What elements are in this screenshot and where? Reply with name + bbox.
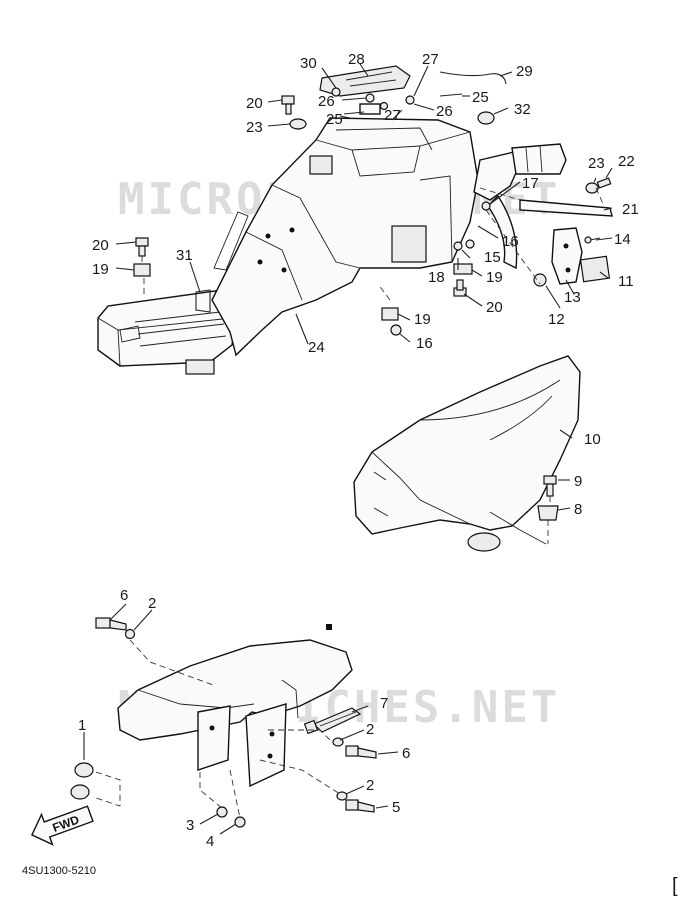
callout-17: 17 [522,175,539,192]
callout-19-mid: 19 [486,269,503,286]
callout-27-top: 27 [422,51,439,68]
callout-27-mid: 27 [384,107,401,124]
callout-8: 8 [574,501,582,518]
reference-marker [326,624,332,630]
callout-numbers: 30 28 27 29 20 26 25 32 23 25 27 26 23 2… [78,51,639,850]
bracket-mark: [ [672,875,678,897]
rear-fender-body [211,117,479,357]
callout-26-right: 26 [436,103,453,120]
callout-22: 22 [618,153,635,170]
callout-2-bottom: 2 [366,777,374,794]
rear-hugger [353,355,581,552]
callout-23-right: 23 [588,155,605,172]
callout-5: 5 [392,799,400,816]
seat-lock-cover [319,65,411,115]
callout-20-top: 20 [246,95,263,112]
callout-3: 3 [186,817,194,834]
callout-23-left: 23 [246,119,263,136]
callout-29: 29 [516,63,533,80]
front-fender: FWD [30,603,399,846]
leader-lines-top [115,63,613,345]
callout-13: 13 [564,289,581,306]
callout-26-left: 26 [318,93,335,110]
callout-2-mid: 2 [366,721,374,738]
callout-30: 30 [300,55,317,72]
callout-6-right: 6 [402,745,410,762]
tool-tray [97,289,239,375]
callout-19-bottom: 19 [414,311,431,328]
callout-28: 28 [348,51,365,68]
callout-25-left: 25 [326,111,343,128]
callout-21: 21 [622,201,639,218]
callout-10: 10 [584,431,601,448]
callout-12: 12 [548,311,565,328]
callout-20-left: 20 [92,237,109,254]
forward-arrow: FWD [30,805,94,846]
callout-11: 11 [618,273,634,290]
callout-16-right: 16 [502,233,519,250]
callout-14: 14 [614,231,631,248]
tail-bracket [473,143,613,270]
callout-32: 32 [514,101,531,118]
callout-6-left: 6 [120,587,128,604]
callout-18: 18 [428,269,445,286]
callout-19-left: 19 [92,261,109,278]
callout-31: 31 [176,247,193,264]
callout-16-bottom: 16 [416,335,433,352]
callout-25-right: 25 [472,89,489,106]
license-bracket [551,227,611,285]
callout-9: 9 [574,473,582,490]
callout-7: 7 [380,695,388,712]
diagram-code: 4SU1300-5210 [22,865,96,877]
callout-24: 24 [308,339,325,356]
callout-1: 1 [78,717,86,734]
callout-20-mid: 20 [486,299,503,316]
seat-lock-cable [439,71,507,85]
callout-15: 15 [484,249,501,266]
fasteners-rear [133,87,612,336]
rear-fender-assembly [97,63,613,375]
callout-2-top: 2 [148,595,156,612]
callout-4: 4 [206,833,214,850]
